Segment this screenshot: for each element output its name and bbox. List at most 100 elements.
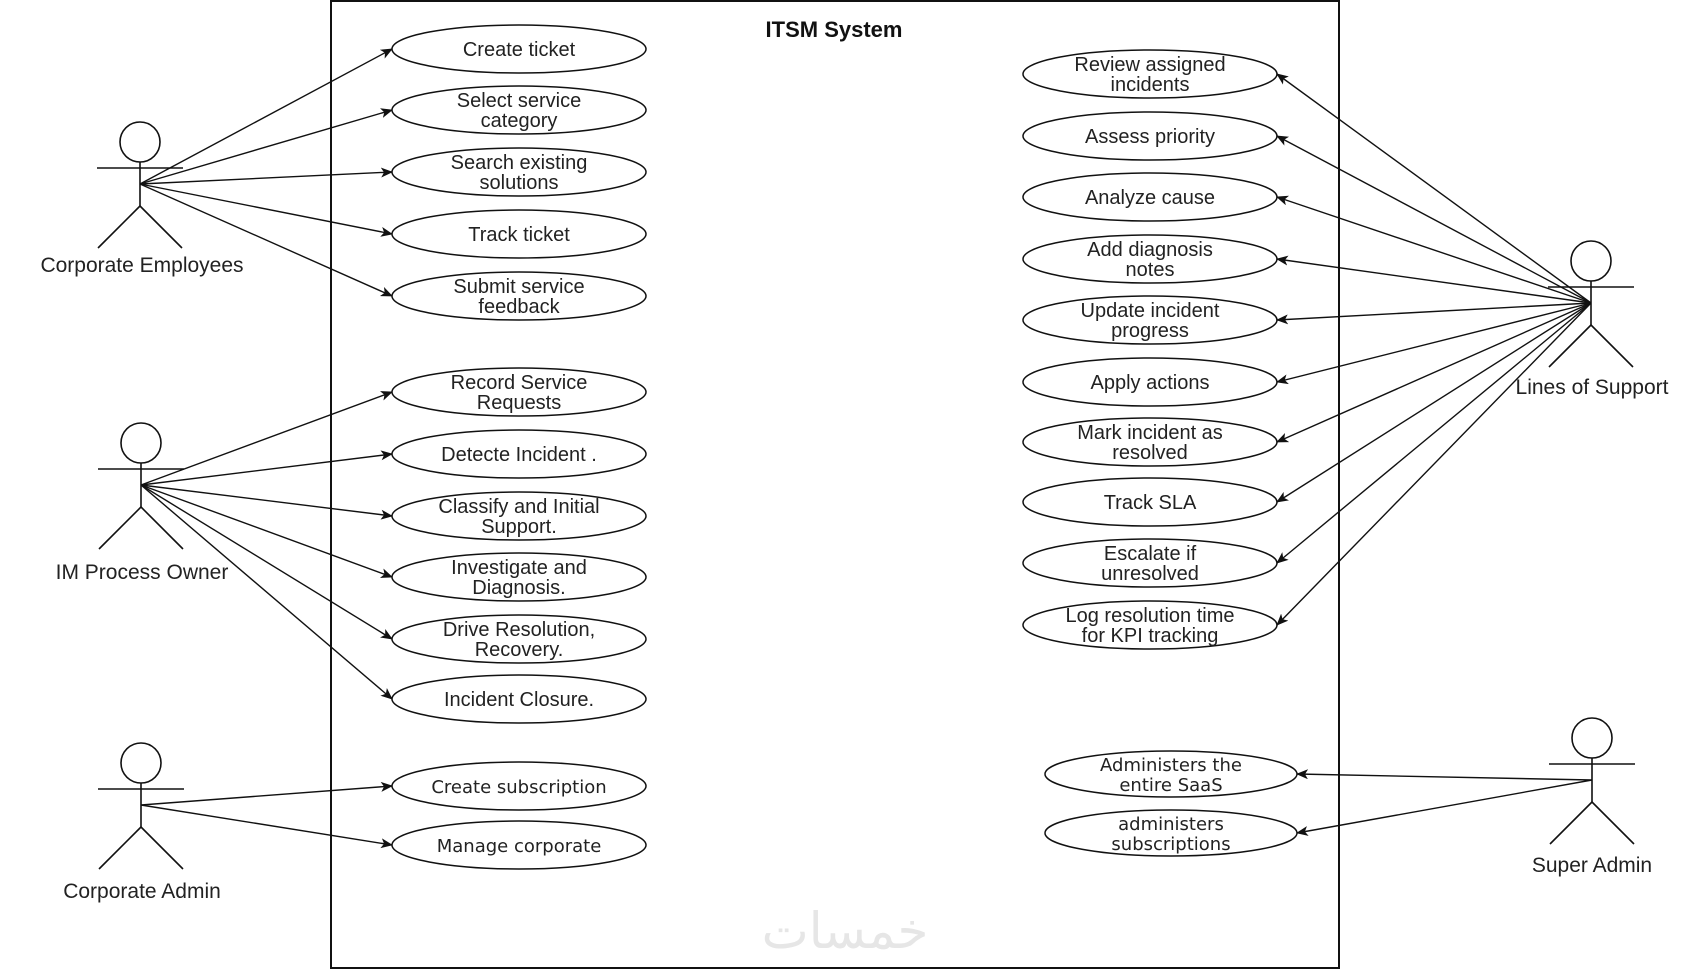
use-case-ellipse[interactable] xyxy=(1022,111,1278,161)
use-case-ellipse[interactable] xyxy=(391,367,647,417)
use-case-ellipse[interactable] xyxy=(391,674,647,724)
association-arrow xyxy=(1276,302,1592,325)
association-arrow xyxy=(140,484,393,520)
use-case-label: Log resolution time xyxy=(1066,605,1235,627)
association-arrow xyxy=(140,484,393,578)
use-case-ellipse[interactable] xyxy=(391,491,647,541)
use-case-label: Manage corporate xyxy=(437,836,602,857)
use-case-ellipse[interactable] xyxy=(1044,809,1298,857)
use-case-ellipse[interactable] xyxy=(1022,538,1278,588)
use-case[interactable]: Track ticket xyxy=(391,209,647,259)
use-case-label: feedback xyxy=(478,296,560,318)
use-case-label: Track ticket xyxy=(468,224,570,246)
use-case-label: Record Service xyxy=(451,372,588,394)
actor-left-leg xyxy=(98,826,142,870)
use-case[interactable]: Create subscription xyxy=(391,761,647,811)
use-case-label: solutions xyxy=(480,172,559,194)
actor-head-icon xyxy=(120,422,162,464)
use-case-label: Track SLA xyxy=(1104,492,1197,514)
use-case-ellipse[interactable] xyxy=(391,271,647,321)
use-case[interactable]: Apply actions xyxy=(1022,357,1278,407)
use-case-ellipse[interactable] xyxy=(1022,49,1278,99)
use-case[interactable]: Manage corporate xyxy=(391,820,647,870)
actor-head-icon xyxy=(120,742,162,784)
use-case-label: progress xyxy=(1111,320,1189,342)
use-case-ellipse[interactable] xyxy=(1022,172,1278,222)
use-case-ellipse[interactable] xyxy=(391,24,647,74)
use-case-label: Add diagnosis xyxy=(1087,239,1213,261)
use-case-ellipse[interactable] xyxy=(1022,477,1278,527)
association-arrow xyxy=(140,804,393,849)
use-case-ellipse[interactable] xyxy=(1022,295,1278,345)
use-case-ellipse[interactable] xyxy=(391,761,647,811)
use-case-ellipse[interactable] xyxy=(391,820,647,870)
use-case-ellipse[interactable] xyxy=(1044,750,1298,798)
association-arrow xyxy=(1276,302,1592,385)
association-arrow xyxy=(140,484,393,640)
association-arrow xyxy=(1276,73,1592,304)
actor-lines-of-support: Lines of Support xyxy=(1516,240,1669,399)
use-case-label: Escalate if xyxy=(1104,543,1197,565)
system-title: ITSM System xyxy=(766,17,903,42)
use-case-ellipse[interactable] xyxy=(391,147,647,197)
use-case-label: Create ticket xyxy=(463,39,576,61)
use-case-label: category xyxy=(481,110,558,132)
use-case-ellipse[interactable] xyxy=(391,85,647,135)
association-arrow xyxy=(1276,302,1592,564)
use-case-ellipse[interactable] xyxy=(391,552,647,602)
use-case[interactable]: Drive Resolution,Recovery. xyxy=(391,614,647,664)
use-case-ellipse[interactable] xyxy=(391,429,647,479)
association-arrow xyxy=(140,391,393,486)
actor-left-leg xyxy=(1549,801,1593,845)
use-case-label: Recovery. xyxy=(475,639,564,661)
association-arrow xyxy=(139,167,393,185)
use-case-label: subscriptions xyxy=(1111,834,1230,855)
association-arrow xyxy=(139,108,393,185)
actor-corporate-employees: Corporate Employees xyxy=(40,121,244,277)
use-case-label: Administers the xyxy=(1100,755,1242,776)
use-case-label: for KPI tracking xyxy=(1082,625,1219,647)
actor-head-icon xyxy=(119,121,161,163)
association-arrow xyxy=(1296,769,1593,781)
use-case-label: Search existing xyxy=(451,152,588,174)
use-case[interactable]: Track SLA xyxy=(1022,477,1278,527)
actor-right-leg xyxy=(139,205,183,249)
actor-im-process-owner: IM Process Owner xyxy=(56,422,228,584)
use-case-label: incidents xyxy=(1111,74,1190,96)
use-case-ellipse[interactable] xyxy=(1022,357,1278,407)
association-arrow xyxy=(1276,135,1592,304)
use-case-label: Support. xyxy=(481,516,557,538)
use-case-ellipse[interactable] xyxy=(1022,417,1278,467)
association-arrow xyxy=(140,450,393,486)
use-case[interactable]: Assess priority xyxy=(1022,111,1278,161)
actor-right-leg xyxy=(1591,801,1635,845)
use-case-ellipse[interactable] xyxy=(391,209,647,259)
associations xyxy=(139,48,1593,849)
association-arrow xyxy=(1296,779,1593,836)
use-case-ellipse[interactable] xyxy=(1022,600,1278,650)
actor-head-icon xyxy=(1570,240,1612,282)
use-case-label: Diagnosis. xyxy=(472,577,565,599)
use-case[interactable]: Detecte Incident . xyxy=(391,429,647,479)
use-case[interactable]: Incident Closure. xyxy=(391,674,647,724)
use-case-ellipse[interactable] xyxy=(391,614,647,664)
use-case[interactable]: Create ticket xyxy=(391,24,647,74)
use-case-ellipse[interactable] xyxy=(1022,234,1278,284)
use-case[interactable]: Analyze cause xyxy=(1022,172,1278,222)
